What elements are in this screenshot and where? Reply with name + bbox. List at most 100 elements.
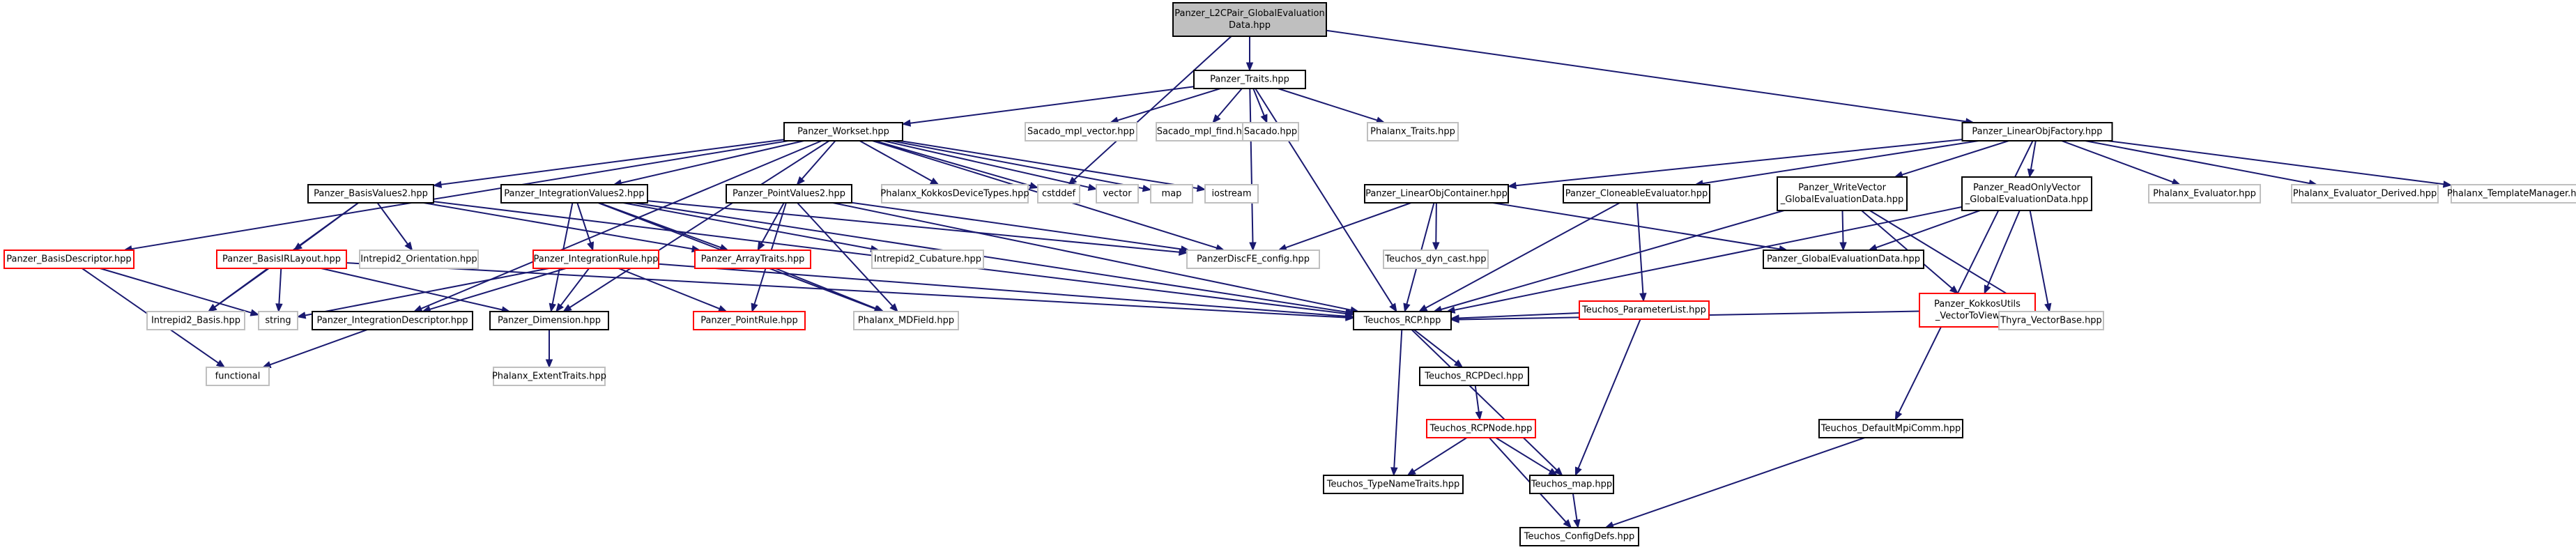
edge-traits-to-sacado [1252,88,1265,116]
node-teuchos_map[interactable]: Teuchos_map.hpp [1529,475,1614,494]
node-writevector[interactable]: Panzer_WriteVector_GlobalEvaluationData.… [1777,176,1908,211]
node-panzerdiscfe_config: PanzerDiscFE_config.hpp [1186,250,1320,269]
edges-layer [82,29,2453,529]
edge-basisvalues2-to-intrepid2_orientation [376,202,408,245]
edge-linearobjcontainer-to-globalevaluationdata [1492,202,1780,250]
edge-workset-to-iostream [900,140,1198,190]
edge-readonlyvector-to-thyra_vectorbase [2029,210,2049,305]
node-label: Teuchos_RCPNode.hpp [1429,424,1533,434]
node-teuchos_defaultmpicomm[interactable]: Teuchos_DefaultMpiComm.hpp [1818,419,1963,438]
edge-arrowhead-workset-to-phalanx_kokkosdevicetypes [930,177,940,185]
edge-arrowhead-teuchos_rcpnode-to-teuchos_configdefs [1563,519,1572,528]
edge-cloneableevaluator-to-teuchos_parameterlist [1636,202,1644,294]
node-box-teuchos_rcpnode [1426,419,1536,438]
node-teuchos_typenametraits[interactable]: Teuchos_TypeNameTraits.hpp [1323,475,1464,494]
node-label: Panzer_PointValues2.hpp [733,189,845,199]
node-box-pointrule [693,311,806,330]
edge-teuchos_parameterlist-to-teuchos_rcp [1458,312,1580,319]
node-label: Panzer_Dimension.hpp [498,316,601,326]
edge-linearobjfactory-to-writevector [1901,140,2009,176]
node-box-pointvalues2 [726,184,852,204]
node-teuchos_rcp[interactable]: Teuchos_RCP.hpp [1353,311,1452,330]
edge-pointvalues2-to-phalanx_mdfield [797,202,894,307]
node-label: Thyra_VectorBase.hpp [2000,316,2102,326]
node-box-basisdescriptor [3,250,135,269]
edge-teuchos_defaultmpicomm-to-teuchos_configdefs [1612,437,1865,526]
node-pointvalues2[interactable]: Panzer_PointValues2.hpp [726,184,852,204]
edge-integrationvalues2-to-intrepid2_cubature [622,202,872,250]
edge-arrowhead-readonlyvector-to-kokkosutils [1984,284,1991,295]
node-string: string [258,311,298,330]
node-label: Panzer_GlobalEvaluationData.hpp [1767,254,1920,265]
node-teuchos_rcpnode[interactable]: Teuchos_RCPNode.hpp [1426,419,1536,438]
node-box-cstddef [1037,184,1080,204]
node-box-teuchos_typenametraits [1323,475,1464,494]
node-box-phalanx_extenttraits [493,367,606,386]
node-teuchos_configdefs[interactable]: Teuchos_ConfigDefs.hpp [1519,527,1639,546]
node-label: Teuchos_dyn_cast.hpp [1384,254,1486,265]
node-basisirlayout[interactable]: Panzer_BasisIRLayout.hpp [216,250,347,269]
edge-teuchos_parameterlist-to-teuchos_map [1577,319,1641,469]
node-readonlyvector[interactable]: Panzer_ReadOnlyVector_GlobalEvaluationDa… [1961,176,2092,211]
node-label: Panzer_WriteVector [1798,183,1887,193]
edge-arrowhead-teuchos_parameterlist-to-teuchos_map [1574,466,1582,477]
edge-writevector-to-kokkosutils [1861,210,1953,289]
edge-workset-to-cstddef [874,140,1031,187]
node-phalanx_templatemanager: Phalanx_TemplateManager.hpp [2447,184,2576,204]
node-basisvalues2[interactable]: Panzer_BasisValues2.hpp [307,184,434,204]
edge-arrowhead-basisirlayout-to-intrepid2_basis [208,303,217,312]
edge-arrowhead-linearobjfactory-to-teuchos_defaultmpicomm [1894,411,1903,421]
node-kokkosutils[interactable]: Panzer_KokkosUtils _VectorToView.hpp [1919,293,2036,328]
node-integrationvalues2[interactable]: Panzer_IntegrationValues2.hpp [500,184,648,204]
node-label: Panzer_KokkosUtils [1934,299,2021,309]
node-label: _GlobalEvaluationData.hpp [1965,194,2088,205]
node-arraytraits[interactable]: Panzer_ArrayTraits.hpp [694,250,811,269]
node-integrationdescriptor[interactable]: Panzer_IntegrationDescriptor.hpp [312,311,473,330]
node-vector: vector [1096,184,1139,204]
node-box-teuchos_map [1529,475,1614,494]
node-box-intrepid2_basis [146,311,245,330]
node-label: Teuchos_DefaultMpiComm.hpp [1820,424,1961,434]
node-label: Panzer_LinearObjFactory.hpp [1972,127,2102,137]
edge-arrowhead-dimension-to-phalanx_extenttraits [545,359,553,369]
node-box-iostream [1204,184,1259,204]
node-box-phalanx_mdfield [853,311,959,330]
node-teuchos_parameterlist[interactable]: Teuchos_ParameterList.hpp [1579,300,1710,320]
node-box-readonlyvector [1961,176,2092,211]
node-workset[interactable]: Panzer_Workset.hpp [783,122,903,141]
node-teuchos_rcpdecl[interactable]: Teuchos_RCPDecl.hpp [1419,367,1529,386]
node-box-dimension [489,311,609,330]
edge-integrationrule-to-pointrule [618,268,720,309]
edge-workset-to-dimension [569,140,830,308]
node-integrationrule[interactable]: Panzer_IntegrationRule.hpp [532,250,659,269]
node-linearobjcontainer[interactable]: Panzer_LinearObjContainer.hpp [1364,184,1509,204]
node-cloneableevaluator[interactable]: Panzer_CloneableEvaluator.hpp [1563,184,1710,204]
edge-arrowhead-basisvalues2-to-intrepid2_orientation [404,241,413,252]
node-pointrule[interactable]: Panzer_PointRule.hpp [693,311,806,330]
edge-workset-to-basisvalues2 [440,139,785,185]
node-box-intrepid2_orientation [359,250,479,269]
edge-arrowhead-workset-to-vector [1087,183,1098,191]
node-dimension[interactable]: Panzer_Dimension.hpp [489,311,609,330]
node-linearobjfactory[interactable]: Panzer_LinearObjFactory.hpp [1961,122,2113,141]
node-traits[interactable]: Panzer_Traits.hpp [1193,70,1306,89]
node-box-integrationdescriptor [312,311,473,330]
node-globalevaluationdata[interactable]: Panzer_GlobalEvaluationData.hpp [1763,250,1924,269]
node-root[interactable]: Panzer_L2CPair_GlobalEvaluationData.hpp [1172,2,1327,37]
node-label: Panzer_IntegrationDescriptor.hpp [317,316,468,326]
node-label: Teuchos_map.hpp [1531,480,1612,490]
node-label: Panzer_L2CPair_GlobalEvaluation [1174,8,1324,19]
edge-arrowhead-basisirlayout-to-string [275,303,283,313]
node-label: Teuchos_ParameterList.hpp [1581,305,1706,316]
node-box-string [258,311,298,330]
edge-arrowhead-pointvalues2-to-arraytraits [757,241,765,252]
node-label: _VectorToView.hpp [1935,311,2019,321]
node-iostream: iostream [1204,184,1259,204]
edge-integrationrule-to-teuchos_rcp [658,263,1347,317]
edge-arrowhead-linearobjfactory-to-phalanx_templatemanager [2442,181,2453,188]
node-box-phalanx_evaluator_derived [2291,184,2439,204]
node-label: cstddef [1042,189,1076,199]
node-label: Panzer_Workset.hpp [797,127,889,137]
edge-teuchos_rcpnode-to-teuchos_typenametraits [1413,437,1468,472]
node-basisdescriptor[interactable]: Panzer_BasisDescriptor.hpp [3,250,135,269]
